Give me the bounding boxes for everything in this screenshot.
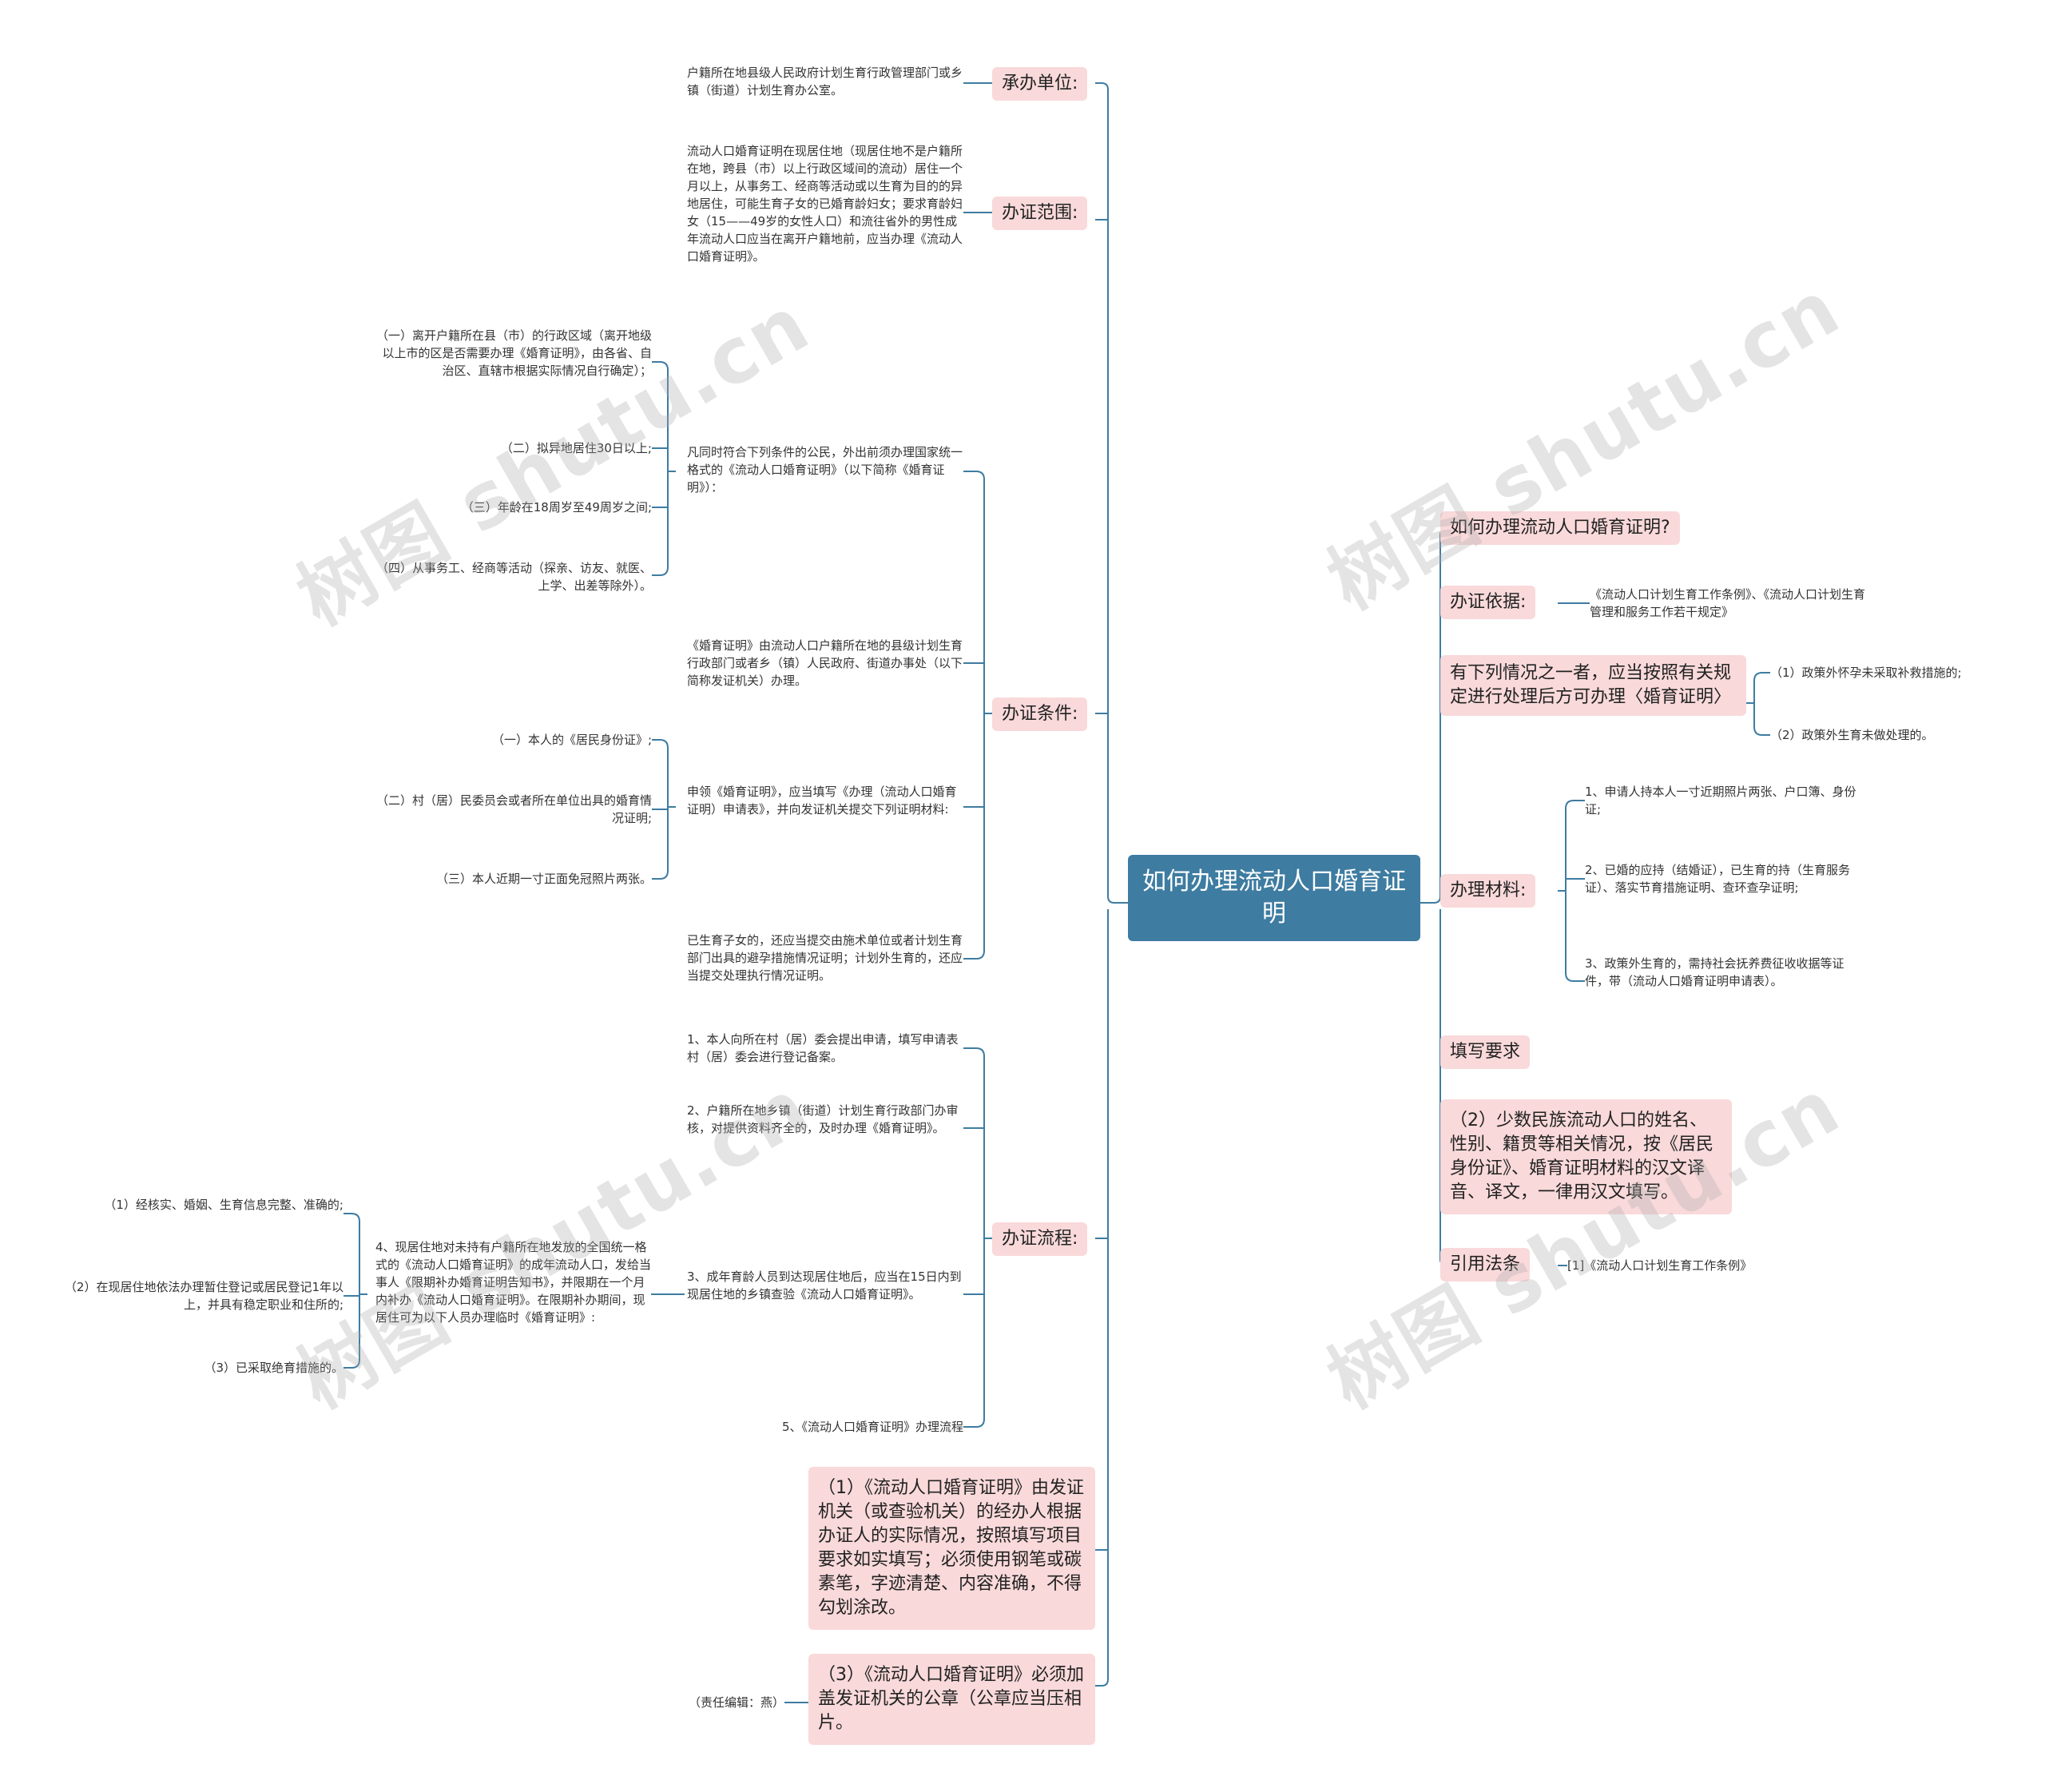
text-liucheng-4: 4、现居住地对未持有户籍所在地发放的全国统一格式的《流动人口婚育证明》的成年流动… xyxy=(375,1240,652,1325)
text-yinyong-fatiao: [1]《流动人口计划生育工作条例》 xyxy=(1567,1258,1753,1273)
text-tiaojian-1: 凡同时符合下列条件的公民，外出前须办理国家统一格式的《流动人口婚育证明》（以下简… xyxy=(687,445,963,495)
liucheng-4-item-2: （2）在现居住地依法办理暂住登记或居民登记1年以上，并具有稳定职业和住所的; xyxy=(64,1280,343,1312)
node-banzheng-fanwei[interactable]: 办证范围: xyxy=(992,197,1088,230)
node-banzheng-liucheng[interactable]: 办证流程: xyxy=(992,1222,1088,1256)
cailiao-item-2: 2、已婚的应持（结婚证），已生育的持（生育服务证）、落实节育措施证明、查环查孕证… xyxy=(1585,863,1851,895)
node-note-1[interactable]: （1）《流动人口婚育证明》由发证机关（或查验机关）的经办人根据办证人的实际情况，… xyxy=(808,1467,1095,1630)
node-chengban-danwei[interactable]: 承办单位: xyxy=(992,67,1088,101)
tiaojian-1-item-1: （一）离开户籍所在县（市）的行政区域（离开地级以上市的区是否需要办理《婚育证明》… xyxy=(375,328,652,378)
qingkuang-item-2: （2）政策外生育未做处理的。 xyxy=(1770,728,1934,742)
qingkuang-item-1: （1）政策外怀孕未采取补救措施的; xyxy=(1770,666,1962,680)
text-liucheng-3: 3、成年育龄人员到达现居住地后，应当在15日内到现居住地的乡镇查验《流动人口婚育… xyxy=(687,1269,962,1301)
text-liucheng-1: 1、本人向所在村（居）委会提出申请，填写申请表村（居）委会进行登记备案。 xyxy=(687,1032,959,1064)
node-banzheng-tiaojian[interactable]: 办证条件: xyxy=(992,697,1088,731)
node-shaoshu-minzu[interactable]: （2）少数民族流动人口的姓名、性别、籍贯等相关情况，按《居民身份证》、婚育证明材… xyxy=(1440,1099,1732,1214)
tiaojian-1-item-4: （四）从事务工、经商等活动（探亲、访友、就医、上学、出差等除外）。 xyxy=(375,561,652,593)
cailiao-item-3: 3、政策外生育的，需持社会抚养费征收收据等证件，带（流动人口婚育证明申请表）。 xyxy=(1585,956,1844,988)
tiaojian-3-item-3: （三）本人近期一寸正面免冠照片两张。 xyxy=(435,872,652,886)
tiaojian-1-item-2: （二）拟异地居住30日以上; xyxy=(500,441,652,455)
root-node[interactable]: 如何办理流动人口婚育证明 xyxy=(1128,855,1420,941)
node-question[interactable]: 如何办理流动人口婚育证明? xyxy=(1440,511,1680,545)
text-banzheng-fanwei: 流动人口婚育证明在现居住地（现居住地不是户籍所在地，跨县（市）以上行政区域间的流… xyxy=(687,144,963,264)
tiaojian-1-item-3: （三）年龄在18周岁至49周岁之间; xyxy=(461,500,652,515)
liucheng-4-item-1: （1）经核实、婚姻、生育信息完整、准确的; xyxy=(104,1198,343,1212)
node-note-3[interactable]: （3）《流动人口婚育证明》必须加盖发证机关的公章（公章应当压相片。 xyxy=(808,1654,1095,1745)
tiaojian-3-item-1: （一）本人的《居民身份证》; xyxy=(491,733,652,747)
text-liucheng-5: 5、《流动人口婚育证明》办理流程 xyxy=(781,1420,963,1434)
node-yinyong-fatiao[interactable]: 引用法条 xyxy=(1440,1248,1531,1281)
text-tiaojian-4: 已生育子女的，还应当提交由施术单位或者计划生育部门出具的避孕措施情况证明；计划外… xyxy=(687,933,963,983)
node-banzheng-yiju[interactable]: 办证依据: xyxy=(1440,586,1536,619)
text-editor: （责任编辑：燕） xyxy=(688,1695,784,1710)
text-chengban-danwei: 户籍所在地县级人民政府计划生育行政管理部门或乡镇（街道）计划生育办公室。 xyxy=(687,66,963,97)
text-liucheng-2: 2、户籍所在地乡镇（街道）计划生育行政部门办审核，对提供资料齐全的，及时办理《婚… xyxy=(687,1103,959,1135)
text-tiaojian-2: 《婚育证明》由流动人口户籍所在地的县级计划生育行政部门或者乡（镇）人民政府、街道… xyxy=(687,638,963,688)
node-tianxie-yaoqiu[interactable]: 填写要求 xyxy=(1440,1035,1531,1069)
text-banzheng-yiju: 《流动人口计划生育工作条例》、《流动人口计划生育管理和服务工作若干规定》 xyxy=(1590,587,1866,619)
node-banli-cailiao[interactable]: 办理材料: xyxy=(1440,874,1536,908)
tiaojian-3-item-2: （二）村（居）民委员会或者所在单位出具的婚育情况证明; xyxy=(375,793,652,825)
text-tiaojian-3: 申领《婚育证明》，应当填写《办理（流动人口婚育证明）申请表》，并向发证机关提交下… xyxy=(687,785,957,817)
cailiao-item-1: 1、申请人持本人一寸近期照片两张、户口簿、身份证; xyxy=(1585,785,1856,817)
liucheng-4-item-3: （3）已采取绝育措施的。 xyxy=(204,1361,343,1375)
node-qingkuang[interactable]: 有下列情况之一者，应当按照有关规定进行处理后方可办理〈婚育证明〉 xyxy=(1440,655,1746,716)
